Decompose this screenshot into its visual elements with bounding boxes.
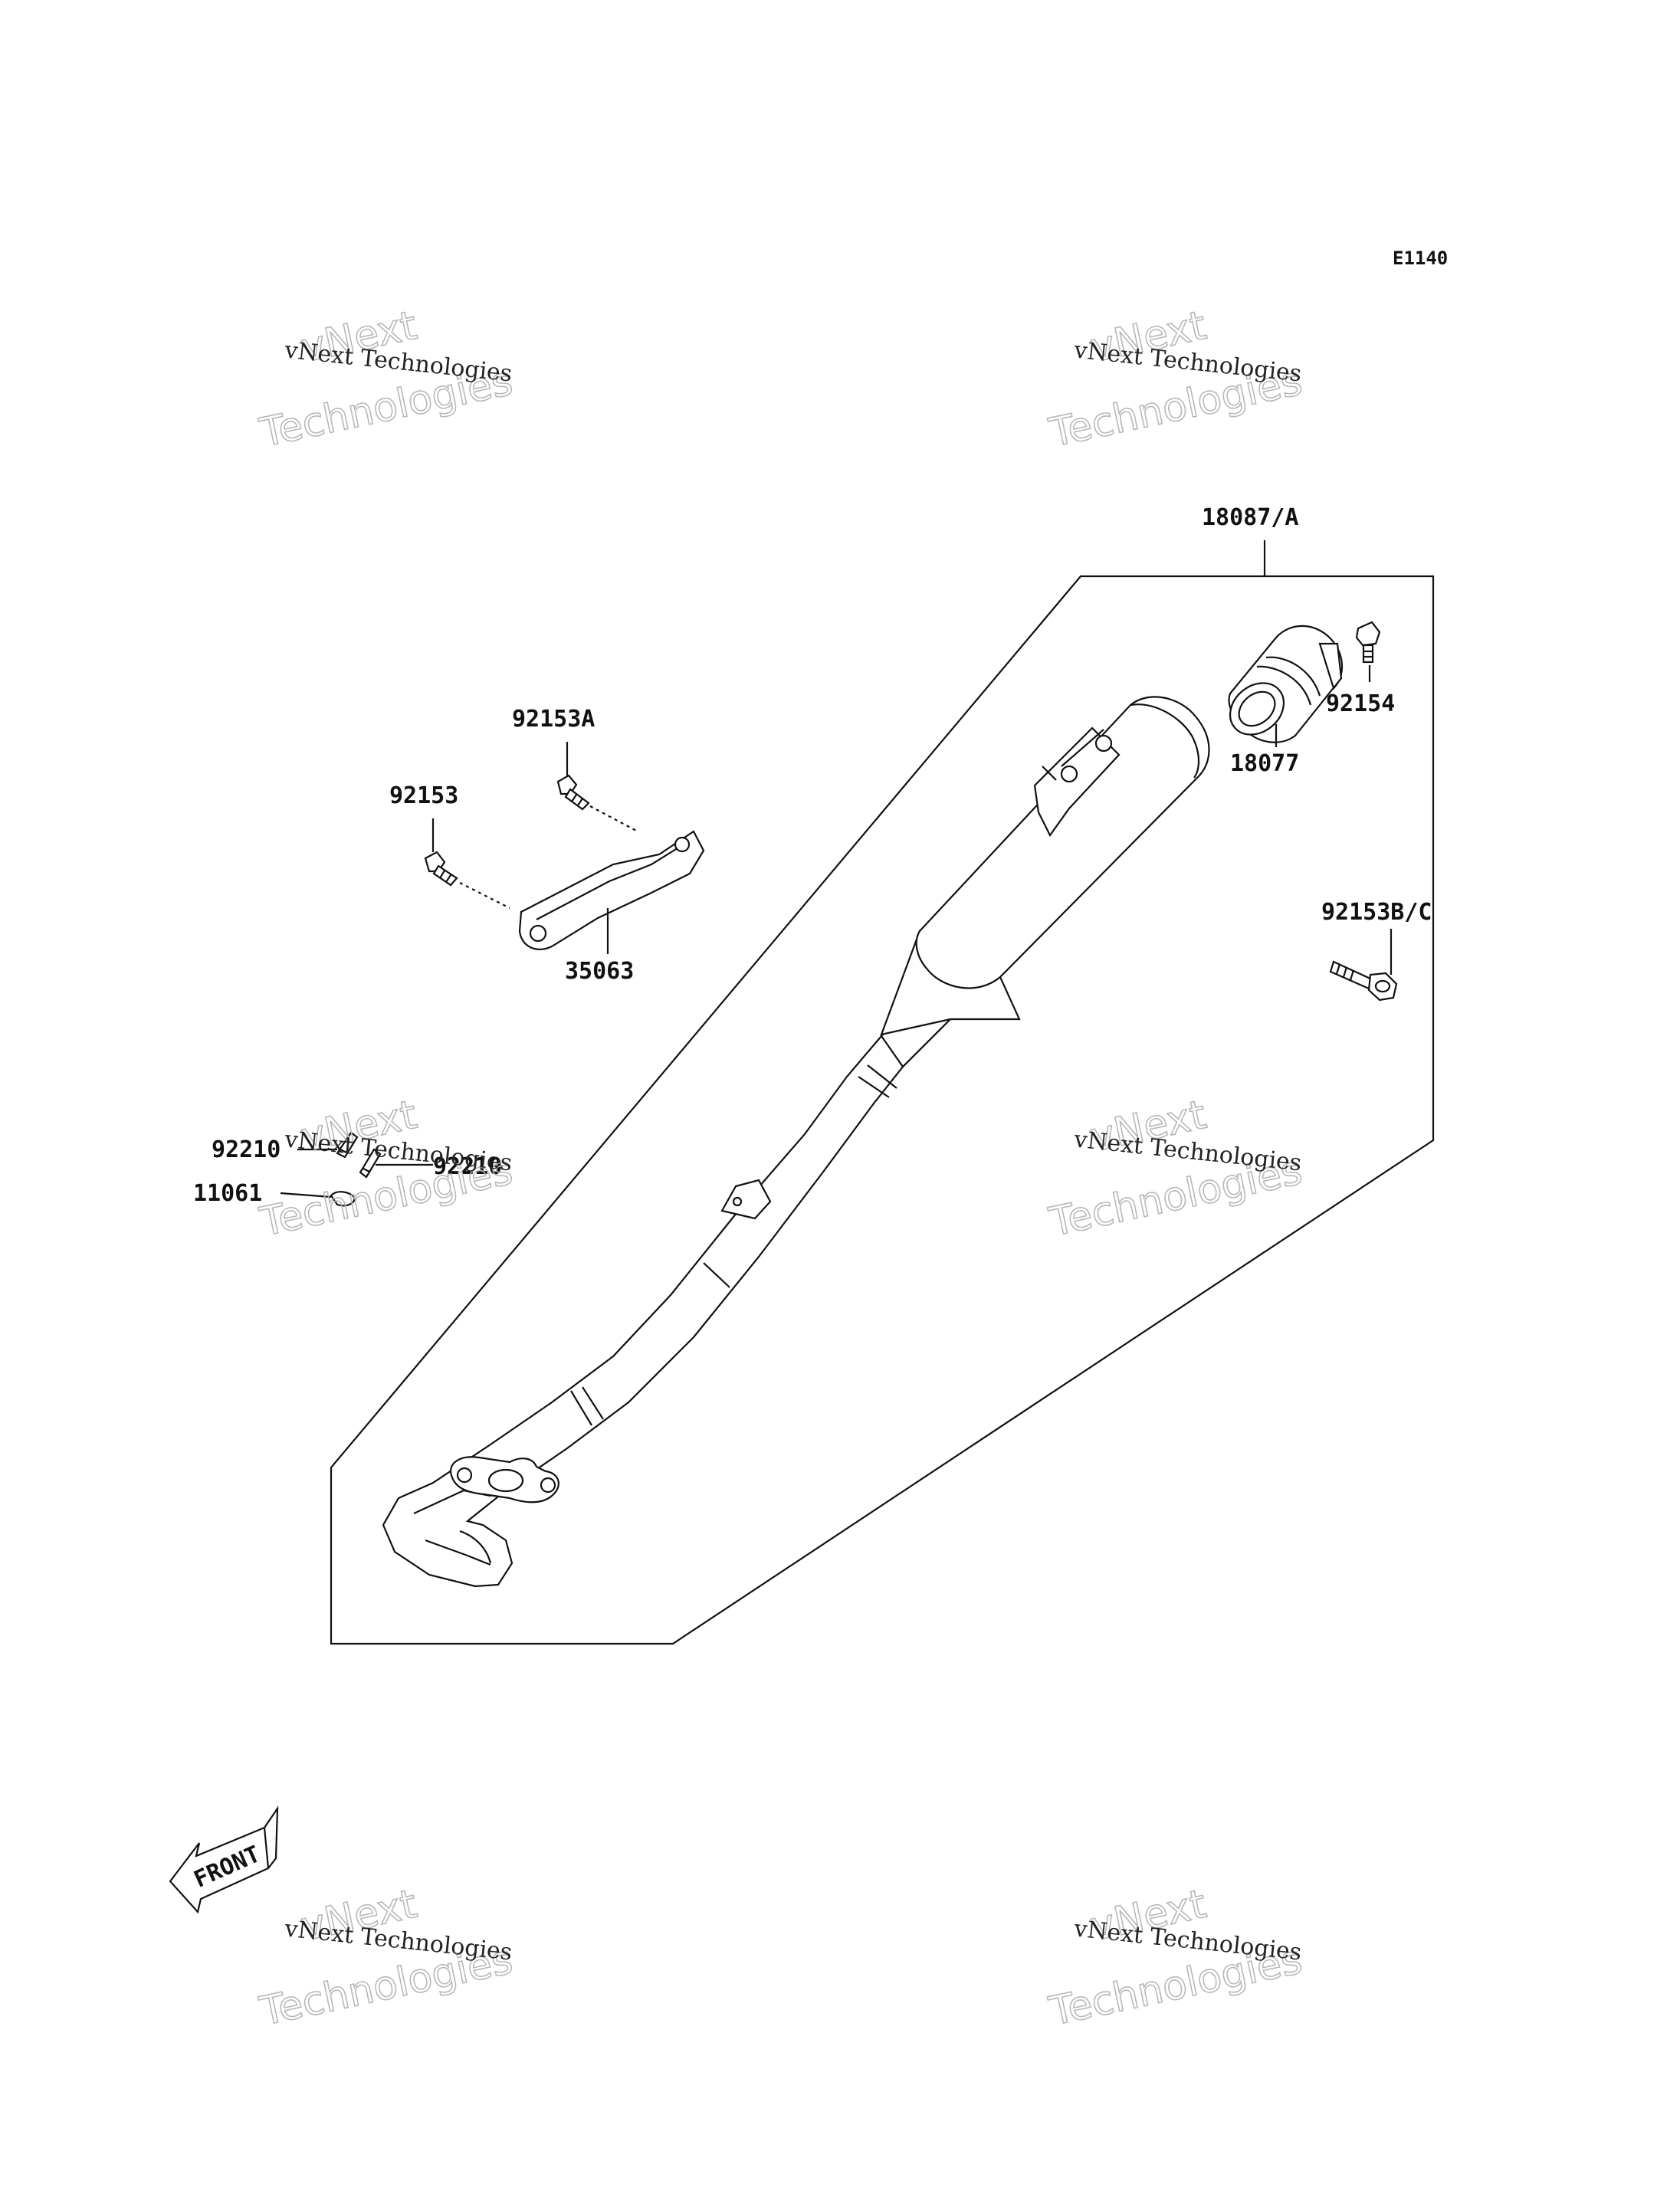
label-tail-pipe: 18077 [1230,750,1299,777]
assembly-outline [330,575,1435,1645]
leader-11061 [280,1192,332,1199]
exhaust-flange [450,1456,559,1503]
head-pipe [382,985,952,1588]
bolt-92153BC-icon [1329,960,1398,1002]
gasket-11061-icon [330,1191,356,1207]
label-stud-a: 92210 [212,1136,281,1163]
label-bolt-92153A: 92153A [512,706,595,733]
bolt-92153-icon [424,851,510,909]
label-bolt-92153BC: 92153B/C [1321,899,1432,926]
label-bolt-92154: 92154 [1326,690,1395,717]
label-gasket: 11061 [193,1180,262,1207]
stud-92210-icon [336,1131,382,1179]
label-stay: 35063 [565,958,634,985]
label-stud-b: 92210 [433,1153,502,1180]
bolt-92153A-icon [556,774,638,832]
front-arrow-icon: FRONT [169,1805,279,1914]
muffler-body [880,696,1210,1068]
bolt-92154-icon [1355,621,1381,664]
tail-pipe [1228,625,1344,743]
diagram-code: E1140 [1393,248,1448,269]
label-muffler-assembly: 18087/A [1202,504,1298,531]
stay-bracket [518,830,705,950]
label-bolt-92153: 92153 [389,782,458,809]
